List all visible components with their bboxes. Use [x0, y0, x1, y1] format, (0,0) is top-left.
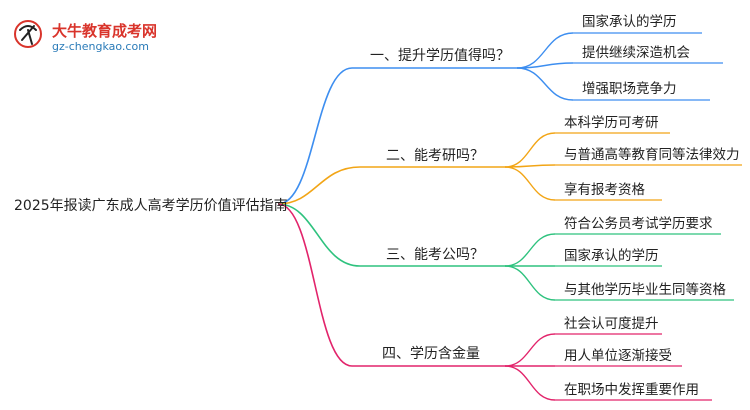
connector-b1-leaf-1 [516, 32, 574, 69]
logo-mark-icon [14, 20, 42, 48]
connector-root-branch-4 [277, 203, 353, 367]
logo-title: 大牛教育成考网 [52, 22, 157, 40]
branch-3-label: 三、能考公吗？ [386, 247, 484, 263]
connector-root-branch-3 [277, 203, 361, 267]
root-node-label: 2025年报读广东成人高考学历价值评估指南 [14, 197, 288, 214]
connector-b1-leaf-2 [516, 62, 574, 69]
leaf-b4-1-label: 社会认可度提升 [564, 316, 659, 332]
branch-1-label: 一、提升学历值得吗？ [370, 47, 510, 64]
site-logo[interactable]: 大牛教育成考网 gz-chengkao.com [14, 20, 157, 53]
leaf-b3-2-label: 国家承认的学历 [564, 247, 659, 264]
leaf-b1-1-label: 国家承认的学历 [582, 13, 677, 30]
leaf-b2-2-label: 与普通高等教育同等法律效力 [564, 146, 740, 163]
connector-root-branch-1 [277, 67, 353, 205]
logo-mark-stroke [19, 25, 37, 45]
connector-b3-leaf-1 [504, 233, 556, 267]
logo-url: gz-chengkao.com [52, 40, 149, 53]
leaf-b2-3-label: 享有报考资格 [564, 181, 645, 198]
connector-b2-leaf-3 [504, 166, 556, 201]
connector-b2-leaf-1 [504, 132, 556, 168]
leaf-b4-2-label: 用人单位逐渐接受 [564, 347, 672, 364]
leaf-b2-1-label: 本科学历可考研 [564, 115, 659, 131]
leaf-b1-2-label: 提供继续深造机会 [582, 45, 690, 61]
connector-b4-leaf-3 [504, 365, 556, 401]
connector-b4-leaf-1 [504, 333, 556, 367]
connector-b3-leaf-3 [504, 265, 556, 301]
leaf-b3-3-label: 与其他学历毕业生同等资格 [564, 281, 726, 298]
leaf-b4-3-label: 在职场中发挥重要作用 [564, 382, 699, 398]
connector-b1-leaf-3 [516, 67, 574, 101]
branch-4-label: 四、学历含金量 [382, 346, 480, 362]
leaf-b3-1-label: 符合公务员考试学历要求 [564, 216, 713, 232]
leaf-b1-3-label: 增强职场竞争力 [582, 80, 677, 97]
connector-root-branch-2 [277, 166, 361, 205]
branch-2-label: 二、能考研吗？ [386, 148, 484, 164]
